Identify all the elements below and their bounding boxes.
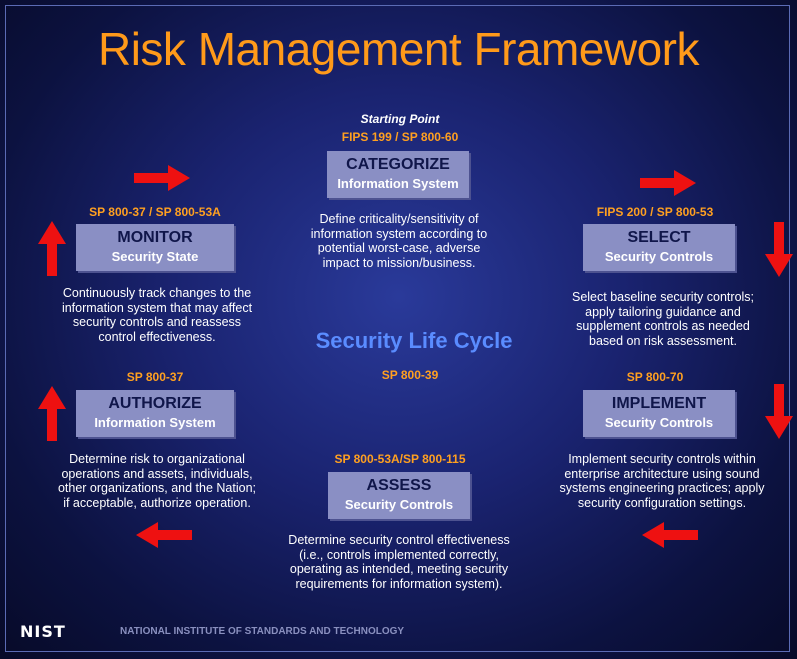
nist-logo: NIST [20, 622, 66, 641]
arrow-right-icon [134, 165, 190, 191]
select-desc-line: supplement controls as needed [576, 319, 750, 333]
authorize-desc-line: Determine risk to organizational [69, 452, 245, 466]
implement-desc-line: systems engineering practices; apply [559, 481, 765, 495]
monitor-box: MONITOR Security State [76, 224, 234, 271]
assess-subtitle: Security Controls [344, 497, 454, 512]
select-title: SELECT [627, 229, 691, 246]
arrow-down-icon [765, 222, 793, 277]
monitor-desc-line: security controls and reassess [72, 315, 242, 329]
monitor-ref: SP 800-37 / SP 800-53A [89, 205, 221, 219]
arrow-left-icon [136, 522, 192, 548]
categorize-desc-line: potential worst-case, adverse [317, 241, 481, 255]
select-ref: FIPS 200 / SP 800-53 [596, 205, 714, 219]
implement-subtitle: Security Controls [604, 415, 714, 430]
authorize-ref: SP 800-37 [126, 370, 184, 384]
arrow-right-icon [640, 170, 696, 196]
authorize-subtitle: Information System [94, 415, 216, 430]
assess-ref: SP 800-53A/SP 800-115 [334, 452, 466, 466]
monitor-title: MONITOR [117, 229, 193, 246]
starting-point-label: Starting Point [360, 112, 440, 126]
implement-ref: SP 800-70 [626, 370, 684, 384]
assess-title: ASSESS [366, 477, 432, 494]
assess-desc-line: (i.e., controls implemented correctly, [299, 547, 499, 562]
categorize-title: CATEGORIZE [346, 156, 450, 173]
categorize-description: Define criticality/sensitivity of inform… [282, 212, 516, 270]
authorize-desc-line: other organizations, and the Nation; [57, 481, 257, 495]
authorize-description: Determine risk to organizational operati… [28, 452, 286, 510]
authorize-box: AUTHORIZE Information System [76, 390, 234, 437]
implement-title: IMPLEMENT [611, 395, 707, 412]
categorize-ref: FIPS 199 / SP 800-60 [341, 130, 459, 144]
arrow-up-icon [38, 386, 66, 441]
implement-description: Implement security controls within enter… [534, 452, 790, 510]
select-desc-line: apply tailoring guidance and [585, 304, 741, 319]
categorize-desc-line: information system according to [310, 226, 488, 241]
arrow-down-icon [765, 384, 793, 439]
arrow-left-icon [642, 522, 698, 548]
categorize-desc-line: impact to mission/business. [322, 255, 476, 270]
categorize-subtitle: Information System [337, 176, 459, 191]
assess-desc-line: operating as intended, meeting security [289, 562, 509, 576]
arrow-up-icon [38, 221, 66, 276]
slide-frame [5, 5, 790, 652]
authorize-desc-line: operations and assets, individuals, [61, 466, 253, 481]
page-title: Risk Management Framework [97, 23, 700, 75]
assess-desc-line: requirements for information system). [295, 576, 503, 591]
footer-text: NATIONAL INSTITUTE OF STANDARDS AND TECH… [120, 626, 405, 637]
monitor-subtitle: Security State [111, 249, 199, 264]
assess-description: Determine security control effectiveness… [262, 533, 536, 591]
implement-desc-line: security configuration settings. [577, 495, 747, 510]
life-cycle-ref: SP 800-39 [381, 368, 439, 382]
assess-box: ASSESS Security Controls [328, 472, 470, 519]
monitor-desc-line: information system that may affect [61, 300, 253, 315]
select-desc-line: Select baseline security controls; [571, 290, 755, 304]
authorize-desc-line: if acceptable, authorize operation. [63, 495, 251, 510]
select-desc-line: based on risk assessment. [589, 333, 737, 348]
authorize-title: AUTHORIZE [108, 395, 202, 412]
life-cycle-title: Security Life Cycle [315, 328, 513, 353]
monitor-desc-line: control effectiveness. [98, 329, 216, 344]
implement-desc-line: enterprise architecture using sound [564, 466, 760, 481]
assess-desc-line: Determine security control effectiveness [288, 533, 510, 547]
select-description: Select baseline security controls; apply… [540, 290, 786, 348]
monitor-desc-line: Continuously track changes to the [62, 286, 252, 300]
monitor-description: Continuously track changes to the inform… [36, 286, 278, 344]
select-box: SELECT Security Controls [583, 224, 735, 271]
select-subtitle: Security Controls [604, 249, 714, 264]
implement-box: IMPLEMENT Security Controls [583, 390, 735, 437]
categorize-box: CATEGORIZE Information System [327, 151, 469, 198]
implement-desc-line: Implement security controls within [568, 452, 756, 466]
categorize-desc-line: Define criticality/sensitivity of [319, 212, 479, 226]
